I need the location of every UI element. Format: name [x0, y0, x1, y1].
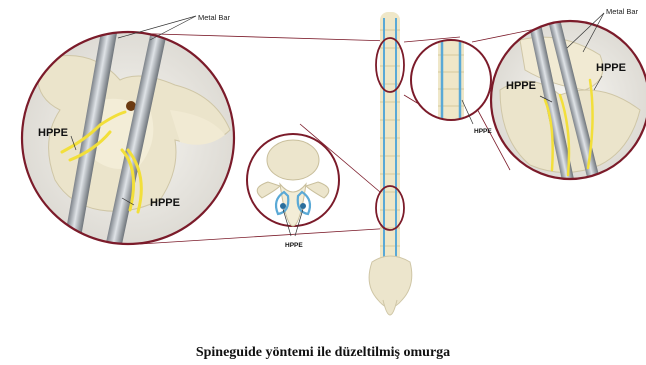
hppe-label-left-bottom: HPPE	[150, 197, 180, 209]
right-zoom-circle	[491, 11, 646, 199]
left-zoom-circle	[22, 20, 234, 259]
metal-bar-label-right: Metal Bar	[606, 7, 639, 16]
full-spine	[369, 12, 412, 315]
hppe-label-mid-zoom: HPPE	[474, 128, 492, 135]
vertebra-cross-section-circle	[247, 134, 339, 236]
figure-caption: Spineguide yöntemi ile düzeltilmiş omurg…	[0, 345, 646, 361]
hppe-label-right-b: HPPE	[596, 62, 626, 74]
spine-detail-circle	[411, 38, 491, 124]
hppe-label-vertebra: HPPE	[285, 242, 303, 249]
metal-bar-label-left: Metal Bar	[198, 13, 231, 22]
hppe-label-right-a: HPPE	[506, 80, 536, 92]
hppe-label-left-top: HPPE	[38, 127, 68, 139]
